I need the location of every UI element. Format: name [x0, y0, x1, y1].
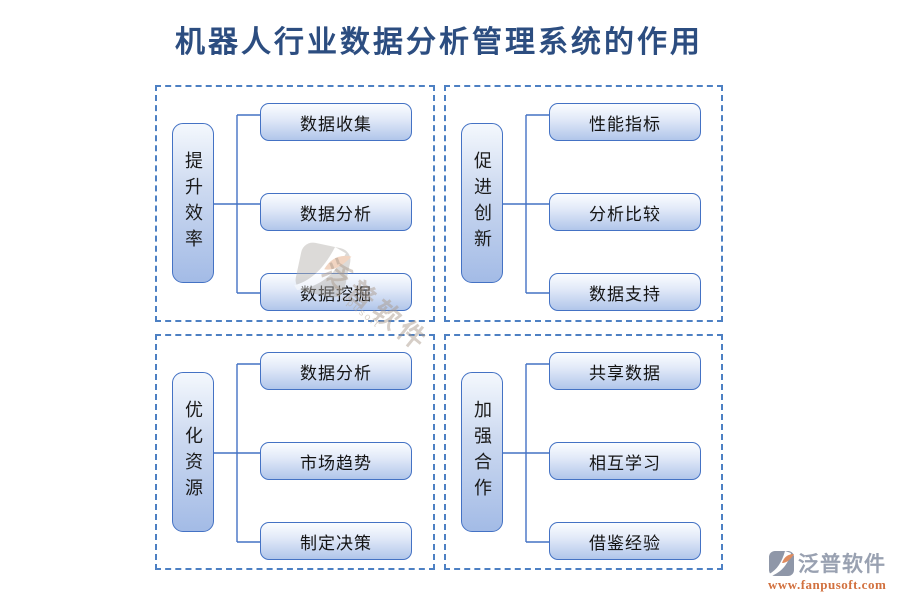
connector-lines: [214, 114, 260, 294]
node-box: 借鉴经验: [549, 522, 701, 560]
node-box: 共享数据: [549, 352, 701, 390]
connector-lines: [214, 363, 260, 543]
category-box-promote-innovation: 促进创新: [461, 123, 503, 283]
node-box: 市场趋势: [260, 442, 412, 480]
brand-url: www.fanpusoft.com: [768, 577, 887, 592]
node-box: 数据收集: [260, 103, 412, 141]
quadrant-optimize-resources: 优化资源 数据分析 市场趋势 制定决策: [155, 334, 435, 570]
node-box: 数据分析: [260, 193, 412, 231]
page-title: 机器人行业数据分析管理系统的作用: [175, 25, 703, 60]
fanpu-logo-icon: [769, 550, 794, 576]
connector-lines: [503, 114, 549, 294]
brand-name: 泛普软件: [798, 553, 886, 576]
quadrant-improve-efficiency: 提升效率 数据收集 数据分析 数据挖掘: [155, 85, 435, 322]
quadrant-strengthen-cooperation: 加强合作 共享数据 相互学习 借鉴经验: [444, 334, 723, 570]
node-box: 数据挖掘: [260, 273, 412, 311]
brand-logo: 泛普软件 www.fanpusoft.com: [768, 548, 886, 593]
quadrant-promote-innovation: 促进创新 性能指标 分析比较 数据支持: [444, 85, 723, 322]
connector-lines: [503, 363, 549, 543]
node-box: 数据支持: [549, 273, 701, 311]
category-box-optimize-resources: 优化资源: [172, 372, 214, 532]
node-box: 相互学习: [549, 442, 701, 480]
node-box: 性能指标: [549, 103, 701, 141]
category-box-improve-efficiency: 提升效率: [172, 123, 214, 283]
category-box-strengthen-cooperation: 加强合作: [461, 372, 503, 532]
node-box: 数据分析: [260, 352, 412, 390]
node-box: 制定决策: [260, 522, 412, 560]
node-box: 分析比较: [549, 193, 701, 231]
